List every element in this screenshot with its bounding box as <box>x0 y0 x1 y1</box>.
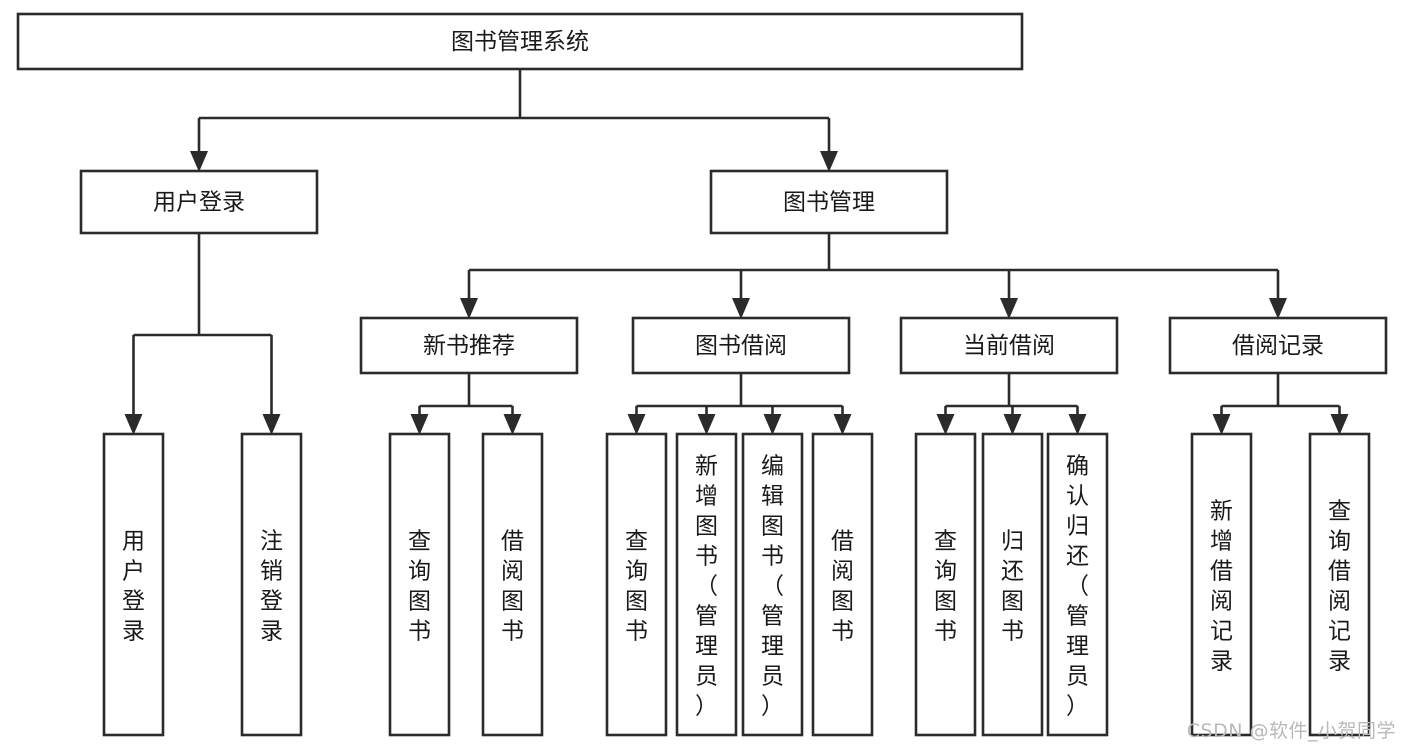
connector-group-root <box>190 69 838 172</box>
node-label-leaf-borrow-book-1: 借阅图书 <box>501 529 524 645</box>
node-box-leaf-query-book-1[interactable] <box>388 432 451 737</box>
arrow-head-leaf-confirm-return <box>1068 414 1087 435</box>
node-box-leaf-confirm-return[interactable] <box>1046 432 1109 737</box>
node-label-new-book-rec: 新书推荐 <box>423 333 515 359</box>
node-label-leaf-user-login: 用户登录 <box>122 529 145 645</box>
node-box-leaf-edit-book[interactable] <box>741 432 804 737</box>
node-label-leaf-logout: 注销登录 <box>260 529 283 645</box>
node-box-leaf-borrow-book-2[interactable] <box>811 432 874 737</box>
node-leaf-edit-book[interactable]: 编辑图书（管理员） <box>741 432 804 737</box>
node-book-manage[interactable]: 图书管理 <box>709 169 949 235</box>
node-label-leaf-query-book-3: 查询图书 <box>934 529 957 645</box>
node-label-root: 图书管理系统 <box>451 29 589 55</box>
arrow-head-leaf-edit-book <box>763 414 782 435</box>
node-leaf-add-book[interactable]: 新增图书（管理员） <box>675 432 738 737</box>
arrow-head-leaf-logout <box>262 414 281 435</box>
arrow-head-leaf-return-book <box>1003 414 1022 435</box>
arrow-head-book-manage <box>820 151 838 172</box>
node-borrow-record[interactable]: 借阅记录 <box>1168 316 1388 375</box>
node-box-leaf-query-book-3[interactable] <box>914 432 977 737</box>
node-leaf-query-book-3[interactable]: 查询图书 <box>914 432 977 737</box>
node-leaf-query-book-2[interactable]: 查询图书 <box>605 432 668 737</box>
node-label-leaf-query-book-2: 查询图书 <box>625 529 648 645</box>
node-box-leaf-add-record[interactable] <box>1190 432 1253 737</box>
arrow-head-leaf-query-book-3 <box>936 414 955 435</box>
node-leaf-query-record[interactable]: 查询借阅记录 <box>1308 432 1371 737</box>
node-leaf-query-book-1[interactable]: 查询图书 <box>388 432 451 737</box>
node-current-borrow[interactable]: 当前借阅 <box>899 316 1119 375</box>
node-label-leaf-borrow-book-2: 借阅图书 <box>831 529 854 645</box>
connector-layer <box>124 69 1349 435</box>
node-box-current-borrow[interactable] <box>899 316 1119 375</box>
node-box-book-borrow[interactable] <box>631 316 851 375</box>
connector-group-book-borrow <box>627 373 852 435</box>
connector-group-current-borrow <box>936 373 1087 435</box>
node-label-current-borrow: 当前借阅 <box>963 333 1055 359</box>
node-leaf-borrow-book-2[interactable]: 借阅图书 <box>811 432 874 737</box>
node-box-leaf-query-book-2[interactable] <box>605 432 668 737</box>
node-box-leaf-user-login[interactable] <box>102 432 165 737</box>
node-label-book-manage: 图书管理 <box>783 190 875 216</box>
node-leaf-logout[interactable]: 注销登录 <box>240 432 303 737</box>
arrow-head-leaf-borrow-book-2 <box>833 414 852 435</box>
arrow-head-leaf-query-book-1 <box>410 414 429 435</box>
arrow-head-leaf-user-login <box>124 414 143 435</box>
node-book-borrow[interactable]: 图书借阅 <box>631 316 851 375</box>
arrow-head-new-book-rec <box>460 298 478 319</box>
arrow-head-leaf-query-book-2 <box>627 414 646 435</box>
connector-group-book-manage <box>460 233 1287 319</box>
node-leaf-confirm-return[interactable]: 确认归还（管理员） <box>1046 432 1109 737</box>
arrow-head-leaf-query-record <box>1330 414 1349 435</box>
node-box-new-book-rec[interactable] <box>359 316 579 375</box>
connector-group-new-book-rec <box>410 373 522 435</box>
node-leaf-borrow-book-1[interactable]: 借阅图书 <box>481 432 544 737</box>
node-user-login[interactable]: 用户登录 <box>79 169 319 235</box>
node-label-leaf-edit-book: 编辑图书（管理员） <box>761 454 784 720</box>
node-box-leaf-add-book[interactable] <box>675 432 738 737</box>
node-new-book-rec[interactable]: 新书推荐 <box>359 316 579 375</box>
node-label-book-borrow: 图书借阅 <box>695 333 787 359</box>
node-label-leaf-add-book: 新增图书（管理员） <box>695 454 718 720</box>
node-box-leaf-borrow-book-1[interactable] <box>481 432 544 737</box>
node-box-leaf-return-book[interactable] <box>981 432 1044 737</box>
arrow-head-leaf-add-book <box>697 414 716 435</box>
node-leaf-return-book[interactable]: 归还图书 <box>981 432 1044 737</box>
node-box-borrow-record[interactable] <box>1168 316 1388 375</box>
node-label-user-login: 用户登录 <box>153 190 245 216</box>
arrow-head-book-borrow <box>732 298 750 319</box>
arrow-head-borrow-record <box>1269 298 1287 319</box>
arrow-head-leaf-borrow-book-1 <box>503 414 522 435</box>
node-leaf-add-record[interactable]: 新增借阅记录 <box>1190 432 1253 737</box>
node-label-borrow-record: 借阅记录 <box>1232 333 1324 359</box>
node-label-leaf-add-record: 新增借阅记录 <box>1210 499 1233 675</box>
node-box-root[interactable] <box>16 12 1024 71</box>
arrow-head-user-login <box>190 151 208 172</box>
node-label-leaf-query-record: 查询借阅记录 <box>1328 499 1351 675</box>
connector-group-borrow-record <box>1212 373 1349 435</box>
node-label-leaf-query-book-1: 查询图书 <box>408 529 431 645</box>
node-box-leaf-logout[interactable] <box>240 432 303 737</box>
node-box-book-manage[interactable] <box>709 169 949 235</box>
node-label-leaf-return-book: 归还图书 <box>1001 529 1024 645</box>
node-leaf-user-login[interactable]: 用户登录 <box>102 432 165 737</box>
node-box-leaf-query-record[interactable] <box>1308 432 1371 737</box>
node-layer: 图书管理系统用户登录图书管理新书推荐图书借阅当前借阅借阅记录用户登录注销登录查询… <box>16 12 1388 737</box>
node-box-user-login[interactable] <box>79 169 319 235</box>
arrow-head-current-borrow <box>1000 298 1018 319</box>
node-label-leaf-confirm-return: 确认归还（管理员） <box>1066 454 1089 720</box>
node-root[interactable]: 图书管理系统 <box>16 12 1024 71</box>
connector-group-user-login <box>124 233 281 435</box>
arrow-head-leaf-add-record <box>1212 414 1231 435</box>
